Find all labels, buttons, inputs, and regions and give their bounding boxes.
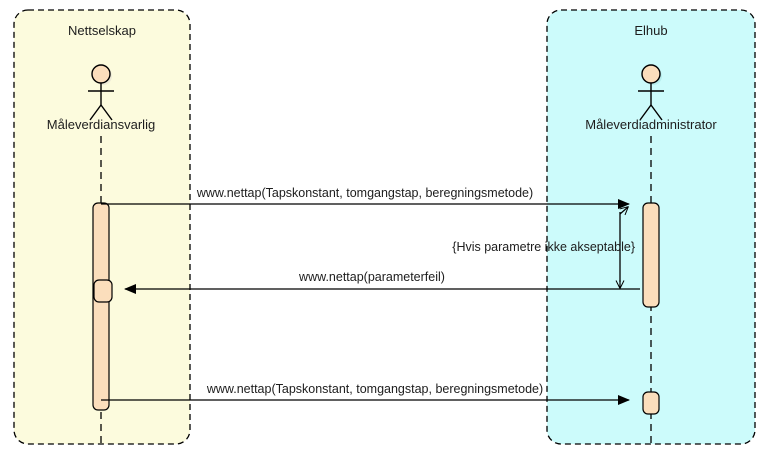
message-label-reply-2: www.nettap(parameterfeil) [297, 270, 447, 284]
partition-label-nettselskap: Nettselskap [68, 23, 136, 38]
actor-maleverdiansvarlig [88, 64, 114, 121]
activation-bar-left-reply-nested [93, 279, 113, 303]
guard-label-parametre: {Hvis parametre ikke akseptable} [452, 240, 635, 254]
actor-label-maleverdiadministrator: Måleverdiadministrator [585, 117, 717, 132]
activation-bar-right-second [642, 391, 660, 415]
actor-label-maleverdiansvarlig: Måleverdiansvarlig [46, 117, 156, 132]
actor-leg-right-icon [100, 104, 113, 121]
partition-label-elhub: Elhub [634, 23, 668, 38]
actor-leg-right-icon [650, 104, 663, 121]
actor-head-icon [641, 64, 661, 84]
actor-leg-left-icon [89, 104, 102, 121]
activation-bar-left-main [92, 202, 110, 411]
actor-head-icon [91, 64, 111, 84]
message-label-request-3: www.nettap(Tapskonstant, tomgangstap, be… [204, 382, 546, 396]
actor-leg-left-icon [639, 104, 652, 121]
activation-bar-right-main [642, 202, 660, 308]
message-label-request-1: www.nettap(Tapskonstant, tomgangstap, be… [194, 186, 536, 200]
actor-maleverdiadministrator [638, 64, 664, 121]
guard-connector-up-arrow [620, 207, 628, 214]
